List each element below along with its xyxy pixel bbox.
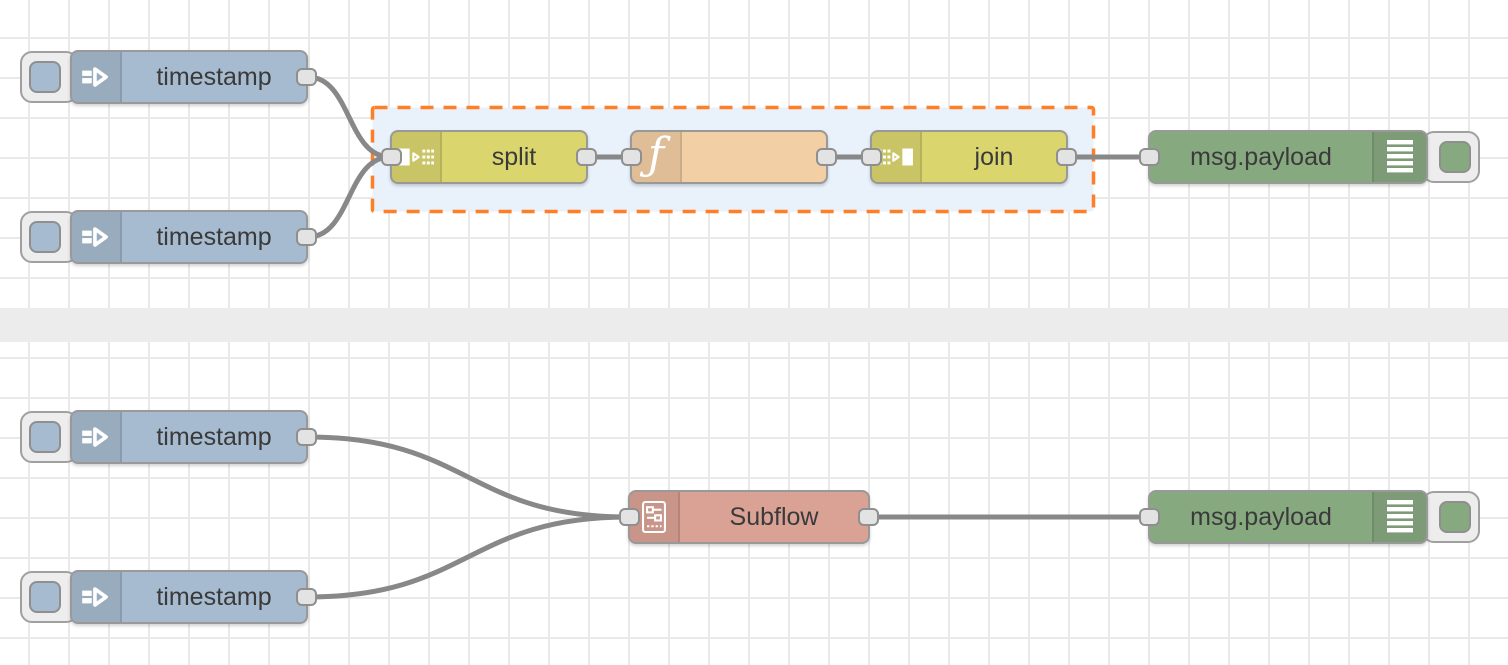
node-label: timestamp bbox=[156, 222, 272, 251]
section-divider bbox=[0, 308, 1508, 342]
output-port[interactable] bbox=[296, 428, 317, 446]
node-label: timestamp bbox=[156, 422, 272, 451]
debug-toggle-button[interactable] bbox=[1422, 491, 1480, 543]
debug-toggle-inner bbox=[1439, 141, 1471, 173]
output-port[interactable] bbox=[1056, 148, 1077, 166]
input-port[interactable] bbox=[381, 148, 402, 166]
inject-arrow-icon bbox=[72, 212, 122, 262]
node-inject-2[interactable]: timestamp bbox=[70, 210, 317, 264]
inject-arrow-icon bbox=[72, 412, 122, 462]
join-icon bbox=[872, 132, 922, 182]
wire-inject4-subflow[interactable] bbox=[305, 514, 631, 600]
input-port[interactable] bbox=[1139, 508, 1160, 526]
node-debug-2[interactable]: msg.payload bbox=[1139, 490, 1428, 544]
node-label: timestamp bbox=[156, 62, 272, 91]
node-label: split bbox=[491, 142, 537, 171]
input-port[interactable] bbox=[1139, 148, 1160, 166]
input-port[interactable] bbox=[619, 508, 640, 526]
node-debug-1[interactable]: msg.payload bbox=[1139, 130, 1428, 184]
inject-button[interactable] bbox=[20, 571, 78, 623]
output-port[interactable] bbox=[816, 148, 837, 166]
debug-toggle-inner bbox=[1439, 501, 1471, 533]
node-inject-3[interactable]: timestamp bbox=[70, 410, 317, 464]
node-label: timestamp bbox=[156, 582, 272, 611]
wire-inject3-subflow[interactable] bbox=[305, 434, 631, 520]
debug-toggle-button[interactable] bbox=[1422, 131, 1480, 183]
inject-arrow-icon bbox=[72, 572, 122, 622]
node-label: msg.payload bbox=[1190, 142, 1332, 171]
inject-button[interactable] bbox=[20, 411, 78, 463]
input-port[interactable] bbox=[621, 148, 642, 166]
node-function[interactable]: ƒ bbox=[621, 130, 837, 184]
output-port[interactable] bbox=[576, 148, 597, 166]
wire-inject2-split[interactable] bbox=[305, 154, 393, 240]
debug-list-icon bbox=[1372, 132, 1426, 182]
node-subflow[interactable]: Subflow bbox=[619, 490, 879, 544]
node-label: Subflow bbox=[729, 502, 819, 531]
inject-button[interactable] bbox=[20, 51, 78, 103]
node-join[interactable]: join bbox=[861, 130, 1077, 184]
inject-button-inner bbox=[29, 581, 61, 613]
input-port[interactable] bbox=[861, 148, 882, 166]
node-label: join bbox=[974, 142, 1014, 171]
node-split[interactable]: split bbox=[381, 130, 597, 184]
inject-button-inner bbox=[29, 61, 61, 93]
output-port[interactable] bbox=[296, 588, 317, 606]
output-port[interactable] bbox=[296, 68, 317, 86]
output-port[interactable] bbox=[858, 508, 879, 526]
inject-button-inner bbox=[29, 421, 61, 453]
node-inject-4[interactable]: timestamp bbox=[70, 570, 317, 624]
node-inject-1[interactable]: timestamp bbox=[70, 50, 317, 104]
debug-list-icon bbox=[1372, 492, 1426, 542]
node-label bbox=[682, 132, 826, 182]
node-label: msg.payload bbox=[1190, 502, 1332, 531]
wire-inject1-split[interactable] bbox=[305, 74, 393, 160]
output-port[interactable] bbox=[296, 228, 317, 246]
inject-button-inner bbox=[29, 221, 61, 253]
inject-arrow-icon bbox=[72, 52, 122, 102]
